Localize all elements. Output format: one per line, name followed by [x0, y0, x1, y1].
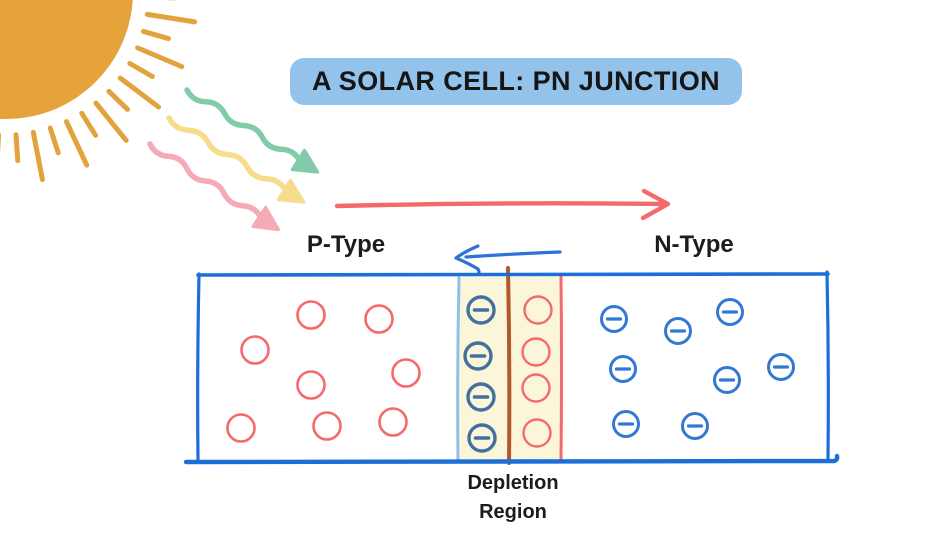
electron-icon [600, 305, 628, 333]
wavy-arrow-yellow-icon [166, 115, 306, 204]
depletion-region-label-line2: Region [479, 501, 547, 523]
electron-icon [466, 295, 496, 325]
wavy-line [166, 115, 289, 194]
hole-icon [240, 335, 270, 365]
hole-icon [521, 373, 551, 403]
hole-icon [522, 418, 552, 448]
sun-ray [144, 11, 198, 25]
depletion-left-boundary-line [456, 276, 461, 462]
hole-icon [296, 300, 326, 330]
n-type-electrons [600, 298, 795, 440]
arrowhead [276, 178, 306, 204]
hole-icon [521, 337, 551, 367]
sun-ray [93, 100, 129, 143]
wavy-line [147, 141, 264, 221]
sun-ray [140, 28, 171, 42]
p-type-label: P-Type [306, 231, 386, 258]
wavy-line [184, 87, 303, 164]
diagram-title-banner: A SOLAR CELL: PN JUNCTION [290, 58, 742, 105]
sun-icon [0, 0, 198, 182]
sun-ray [127, 61, 155, 79]
left-arrow-icon [454, 244, 562, 276]
sun-ray [63, 119, 90, 168]
arrowhead [290, 148, 320, 174]
electron-icon [467, 423, 497, 453]
arrowhead [251, 205, 280, 232]
electron-icon [716, 298, 744, 326]
hole-icon [378, 407, 408, 437]
p-type-holes [226, 300, 421, 443]
depletion-electrons [463, 295, 497, 453]
electron-icon [713, 366, 741, 394]
sun-ray [30, 129, 45, 182]
hole-icon [364, 304, 394, 334]
electron-icon [466, 382, 496, 412]
depletion-holes [521, 295, 553, 448]
sun-ray [135, 45, 185, 70]
electron-icon [612, 410, 640, 438]
sun-ray [13, 132, 21, 164]
hole-icon [226, 413, 256, 443]
sun-ray [79, 110, 99, 138]
wavy-arrow-teal-icon [184, 87, 320, 174]
electron-icon [463, 341, 493, 371]
hole-icon [523, 295, 553, 325]
junction-line [506, 266, 512, 465]
depletion-region-label-line1: Depletion [467, 472, 559, 494]
wavy-arrow-pink-icon [147, 141, 280, 232]
depletion-region-label: Depletion Region [443, 469, 583, 527]
electron-icon [664, 317, 692, 345]
electron-icon [609, 355, 637, 383]
hole-icon [391, 358, 421, 388]
depletion-region [456, 266, 563, 465]
sun-ray [47, 125, 61, 156]
sun-rays [0, 0, 198, 182]
n-type-label: N-Type [654, 231, 734, 258]
hole-icon [312, 411, 342, 441]
electron-icon [681, 412, 709, 440]
depletion-right-boundary-line [559, 274, 563, 462]
hole-icon [296, 370, 326, 400]
pn-junction-box [183, 270, 840, 465]
right-arrow-icon [334, 188, 671, 221]
sun-ray [106, 88, 131, 112]
electron-icon [767, 353, 795, 381]
diagram-title: A SOLAR CELL: PN JUNCTION [312, 66, 720, 96]
sun-ray [117, 75, 162, 110]
